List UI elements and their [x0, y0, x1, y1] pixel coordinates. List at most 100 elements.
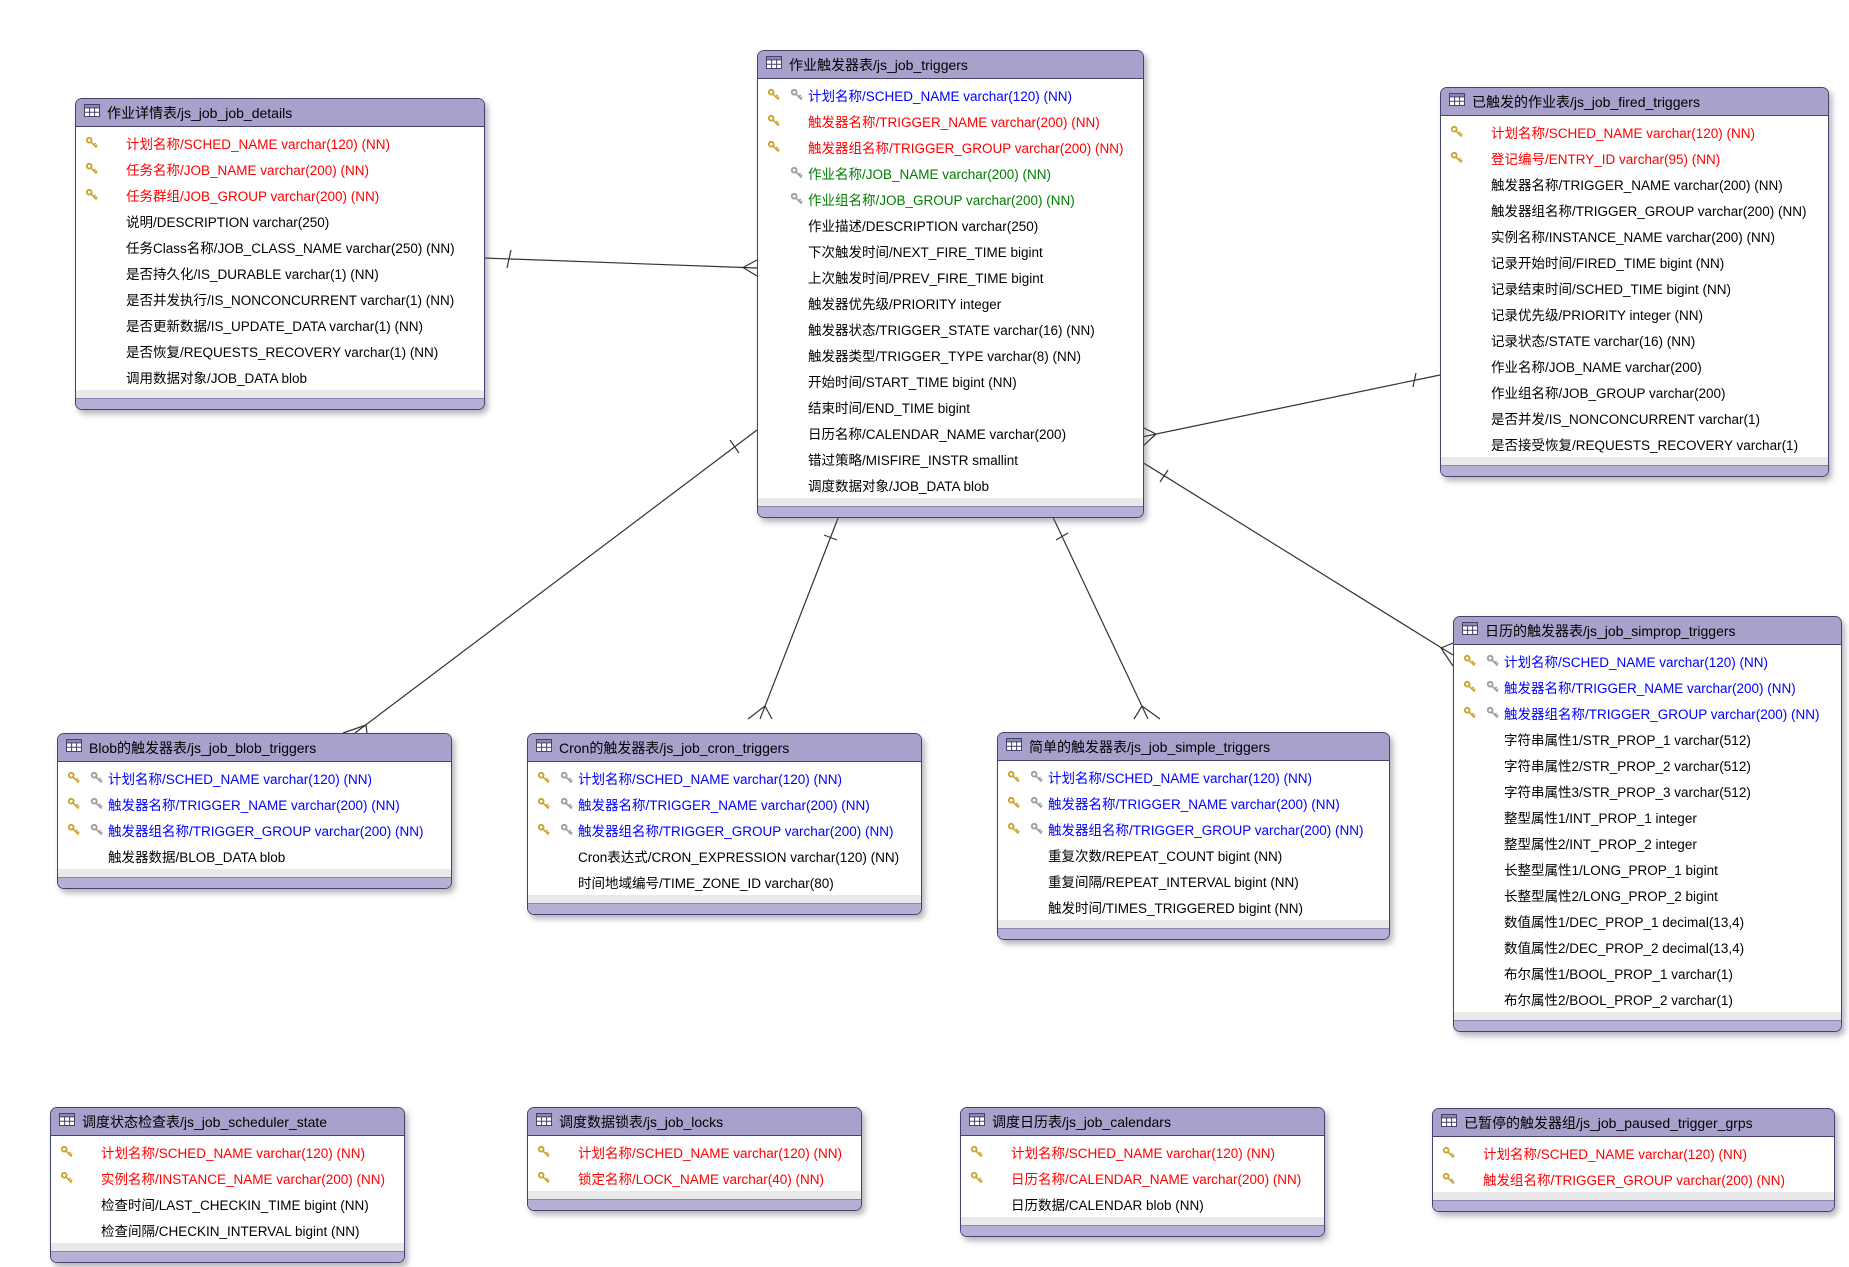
table-header[interactable]: Blob的触发器表/js_job_blob_triggers — [58, 734, 451, 762]
field-row[interactable]: 计划名称/SCHED_NAME varchar(120) (NN) — [528, 765, 921, 791]
field-row[interactable]: 任务群组/JOB_GROUP varchar(200) (NN) — [76, 182, 484, 208]
field-row[interactable]: 作业名称/JOB_NAME varchar(200) (NN) — [758, 160, 1143, 186]
table-js_job_triggers[interactable]: 作业触发器表/js_job_triggers 计划名称/SCHED_NAME v… — [757, 50, 1144, 518]
table-header[interactable]: 调度日历表/js_job_calendars — [961, 1108, 1324, 1136]
table-js_job_simple_triggers[interactable]: 简单的触发器表/js_job_simple_triggers 计划名称/SCHE… — [997, 732, 1390, 940]
field-row[interactable]: 长整型属性1/LONG_PROP_1 bigint — [1454, 856, 1841, 882]
field-row[interactable]: 重复次数/REPEAT_COUNT bigint (NN) — [998, 842, 1389, 868]
field-row[interactable]: 触发器名称/TRIGGER_NAME varchar(200) (NN) — [1454, 674, 1841, 700]
field-row[interactable]: 触发器组名称/TRIGGER_GROUP varchar(200) (NN) — [1441, 197, 1828, 223]
field-row[interactable]: 重复间隔/REPEAT_INTERVAL bigint (NN) — [998, 868, 1389, 894]
field-row[interactable]: 日历名称/CALENDAR_NAME varchar(200) — [758, 420, 1143, 446]
table-js_job_blob_triggers[interactable]: Blob的触发器表/js_job_blob_triggers 计划名称/SCHE… — [57, 733, 452, 889]
field-row[interactable]: 说明/DESCRIPTION varchar(250) — [76, 208, 484, 234]
field-row[interactable]: 任务名称/JOB_NAME varchar(200) (NN) — [76, 156, 484, 182]
field-row[interactable]: 上次触发时间/PREV_FIRE_TIME bigint — [758, 264, 1143, 290]
table-js_job_cron_triggers[interactable]: Cron的触发器表/js_job_cron_triggers 计划名称/SCHE… — [527, 733, 922, 915]
field-row[interactable]: 字符串属性2/STR_PROP_2 varchar(512) — [1454, 752, 1841, 778]
field-row[interactable]: 下次触发时间/NEXT_FIRE_TIME bigint — [758, 238, 1143, 264]
field-row[interactable]: 是否并发/IS_NONCONCURRENT varchar(1) — [1441, 405, 1828, 431]
field-row[interactable]: 布尔属性1/BOOL_PROP_1 varchar(1) — [1454, 960, 1841, 986]
field-row[interactable]: 计划名称/SCHED_NAME varchar(120) (NN) — [758, 82, 1143, 108]
field-row[interactable]: 记录开始时间/FIRED_TIME bigint (NN) — [1441, 249, 1828, 275]
field-row[interactable]: 调度数据对象/JOB_DATA blob — [758, 472, 1143, 498]
field-row[interactable]: 触发时间/TIMES_TRIGGERED bigint (NN) — [998, 894, 1389, 920]
field-row[interactable]: 字符串属性1/STR_PROP_1 varchar(512) — [1454, 726, 1841, 752]
field-row[interactable]: 触发器组名称/TRIGGER_GROUP varchar(200) (NN) — [758, 134, 1143, 160]
field-row[interactable]: 触发器组名称/TRIGGER_GROUP varchar(200) (NN) — [58, 817, 451, 843]
field-row[interactable]: 触发器名称/TRIGGER_NAME varchar(200) (NN) — [1441, 171, 1828, 197]
field-row[interactable]: 作业组名称/JOB_GROUP varchar(200) — [1441, 379, 1828, 405]
table-header[interactable]: 简单的触发器表/js_job_simple_triggers — [998, 733, 1389, 761]
table-js_job_paused_trigger_grps[interactable]: 已暂停的触发器组/js_job_paused_trigger_grps 计划名称… — [1432, 1108, 1835, 1212]
field-row[interactable]: 记录状态/STATE varchar(16) (NN) — [1441, 327, 1828, 353]
field-row[interactable]: 布尔属性2/BOOL_PROP_2 varchar(1) — [1454, 986, 1841, 1012]
field-row[interactable]: 是否更新数据/IS_UPDATE_DATA varchar(1) (NN) — [76, 312, 484, 338]
field-row[interactable]: 记录优先级/PRIORITY integer (NN) — [1441, 301, 1828, 327]
table-header[interactable]: 已触发的作业表/js_job_fired_triggers — [1441, 88, 1828, 116]
field-row[interactable]: 字符串属性3/STR_PROP_3 varchar(512) — [1454, 778, 1841, 804]
field-row[interactable]: 触发器组名称/TRIGGER_GROUP varchar(200) (NN) — [528, 817, 921, 843]
field-row[interactable]: 触发器优先级/PRIORITY integer — [758, 290, 1143, 316]
field-row[interactable]: 计划名称/SCHED_NAME varchar(120) (NN) — [998, 764, 1389, 790]
field-row[interactable]: 计划名称/SCHED_NAME varchar(120) (NN) — [528, 1139, 861, 1165]
table-js_job_locks[interactable]: 调度数据锁表/js_job_locks 计划名称/SCHED_NAME varc… — [527, 1107, 862, 1211]
field-row[interactable]: 计划名称/SCHED_NAME varchar(120) (NN) — [1441, 119, 1828, 145]
field-row[interactable]: 是否并发执行/IS_NONCONCURRENT varchar(1) (NN) — [76, 286, 484, 312]
field-row[interactable]: 作业描述/DESCRIPTION varchar(250) — [758, 212, 1143, 238]
field-row[interactable]: 数值属性2/DEC_PROP_2 decimal(13,4) — [1454, 934, 1841, 960]
field-row[interactable]: 开始时间/START_TIME bigint (NN) — [758, 368, 1143, 394]
table-header[interactable]: 已暂停的触发器组/js_job_paused_trigger_grps — [1433, 1109, 1834, 1137]
field-row[interactable]: 触发器类型/TRIGGER_TYPE varchar(8) (NN) — [758, 342, 1143, 368]
field-row[interactable]: 记录结束时间/SCHED_TIME bigint (NN) — [1441, 275, 1828, 301]
field-row[interactable]: 错过策略/MISFIRE_INSTR smallint — [758, 446, 1143, 472]
table-header[interactable]: 调度数据锁表/js_job_locks — [528, 1108, 861, 1136]
table-header[interactable]: 调度状态检查表/js_job_scheduler_state — [51, 1108, 404, 1136]
field-row[interactable]: 计划名称/SCHED_NAME varchar(120) (NN) — [76, 130, 484, 156]
table-header[interactable]: 日历的触发器表/js_job_simprop_triggers — [1454, 617, 1841, 645]
field-row[interactable]: 日历数据/CALENDAR blob (NN) — [961, 1191, 1324, 1217]
field-row[interactable]: 作业名称/JOB_NAME varchar(200) — [1441, 353, 1828, 379]
table-js_job_scheduler_state[interactable]: 调度状态检查表/js_job_scheduler_state 计划名称/SCHE… — [50, 1107, 405, 1263]
table-js_job_simprop_triggers[interactable]: 日历的触发器表/js_job_simprop_triggers 计划名称/SCH… — [1453, 616, 1842, 1032]
field-row[interactable]: 计划名称/SCHED_NAME varchar(120) (NN) — [961, 1139, 1324, 1165]
table-header[interactable]: Cron的触发器表/js_job_cron_triggers — [528, 734, 921, 762]
field-row[interactable]: 实例名称/INSTANCE_NAME varchar(200) (NN) — [1441, 223, 1828, 249]
field-row[interactable]: 触发器组名称/TRIGGER_GROUP varchar(200) (NN) — [998, 816, 1389, 842]
field-row[interactable]: 数值属性1/DEC_PROP_1 decimal(13,4) — [1454, 908, 1841, 934]
field-row[interactable]: Cron表达式/CRON_EXPRESSION varchar(120) (NN… — [528, 843, 921, 869]
table-js_job_calendars[interactable]: 调度日历表/js_job_calendars 计划名称/SCHED_NAME v… — [960, 1107, 1325, 1237]
table-js_job_fired_triggers[interactable]: 已触发的作业表/js_job_fired_triggers 计划名称/SCHED… — [1440, 87, 1829, 477]
field-row[interactable]: 是否持久化/IS_DURABLE varchar(1) (NN) — [76, 260, 484, 286]
field-row[interactable]: 长整型属性2/LONG_PROP_2 bigint — [1454, 882, 1841, 908]
field-row[interactable]: 触发器名称/TRIGGER_NAME varchar(200) (NN) — [998, 790, 1389, 816]
field-row[interactable]: 触发器组名称/TRIGGER_GROUP varchar(200) (NN) — [1454, 700, 1841, 726]
field-row[interactable]: 任务Class名称/JOB_CLASS_NAME varchar(250) (N… — [76, 234, 484, 260]
field-row[interactable]: 触发器名称/TRIGGER_NAME varchar(200) (NN) — [58, 791, 451, 817]
field-row[interactable]: 触发器数据/BLOB_DATA blob — [58, 843, 451, 869]
field-row[interactable]: 检查时间/LAST_CHECKIN_TIME bigint (NN) — [51, 1191, 404, 1217]
field-row[interactable]: 计划名称/SCHED_NAME varchar(120) (NN) — [1433, 1140, 1834, 1166]
field-row[interactable]: 日历名称/CALENDAR_NAME varchar(200) (NN) — [961, 1165, 1324, 1191]
field-row[interactable]: 实例名称/INSTANCE_NAME varchar(200) (NN) — [51, 1165, 404, 1191]
field-row[interactable]: 计划名称/SCHED_NAME varchar(120) (NN) — [1454, 648, 1841, 674]
field-row[interactable]: 登记编号/ENTRY_ID varchar(95) (NN) — [1441, 145, 1828, 171]
field-row[interactable]: 调用数据对象/JOB_DATA blob — [76, 364, 484, 390]
field-row[interactable]: 整型属性2/INT_PROP_2 integer — [1454, 830, 1841, 856]
field-row[interactable]: 整型属性1/INT_PROP_1 integer — [1454, 804, 1841, 830]
field-row[interactable]: 是否接受恢复/REQUESTS_RECOVERY varchar(1) — [1441, 431, 1828, 457]
field-row[interactable]: 触发器名称/TRIGGER_NAME varchar(200) (NN) — [758, 108, 1143, 134]
field-row[interactable]: 时间地域编号/TIME_ZONE_ID varchar(80) — [528, 869, 921, 895]
field-row[interactable]: 计划名称/SCHED_NAME varchar(120) (NN) — [58, 765, 451, 791]
field-row[interactable]: 锁定名称/LOCK_NAME varchar(40) (NN) — [528, 1165, 861, 1191]
field-row[interactable]: 计划名称/SCHED_NAME varchar(120) (NN) — [51, 1139, 404, 1165]
field-row[interactable]: 结束时间/END_TIME bigint — [758, 394, 1143, 420]
field-row[interactable]: 是否恢复/REQUESTS_RECOVERY varchar(1) (NN) — [76, 338, 484, 364]
field-row[interactable]: 检查间隔/CHECKIN_INTERVAL bigint (NN) — [51, 1217, 404, 1243]
table-header[interactable]: 作业触发器表/js_job_triggers — [758, 51, 1143, 79]
field-row[interactable]: 触发组名称/TRIGGER_GROUP varchar(200) (NN) — [1433, 1166, 1834, 1192]
table-js_job_job_details[interactable]: 作业详情表/js_job_job_details 计划名称/SCHED_NAME… — [75, 98, 485, 410]
field-row[interactable]: 触发器状态/TRIGGER_STATE varchar(16) (NN) — [758, 316, 1143, 342]
table-header[interactable]: 作业详情表/js_job_job_details — [76, 99, 484, 127]
field-row[interactable]: 作业组名称/JOB_GROUP varchar(200) (NN) — [758, 186, 1143, 212]
